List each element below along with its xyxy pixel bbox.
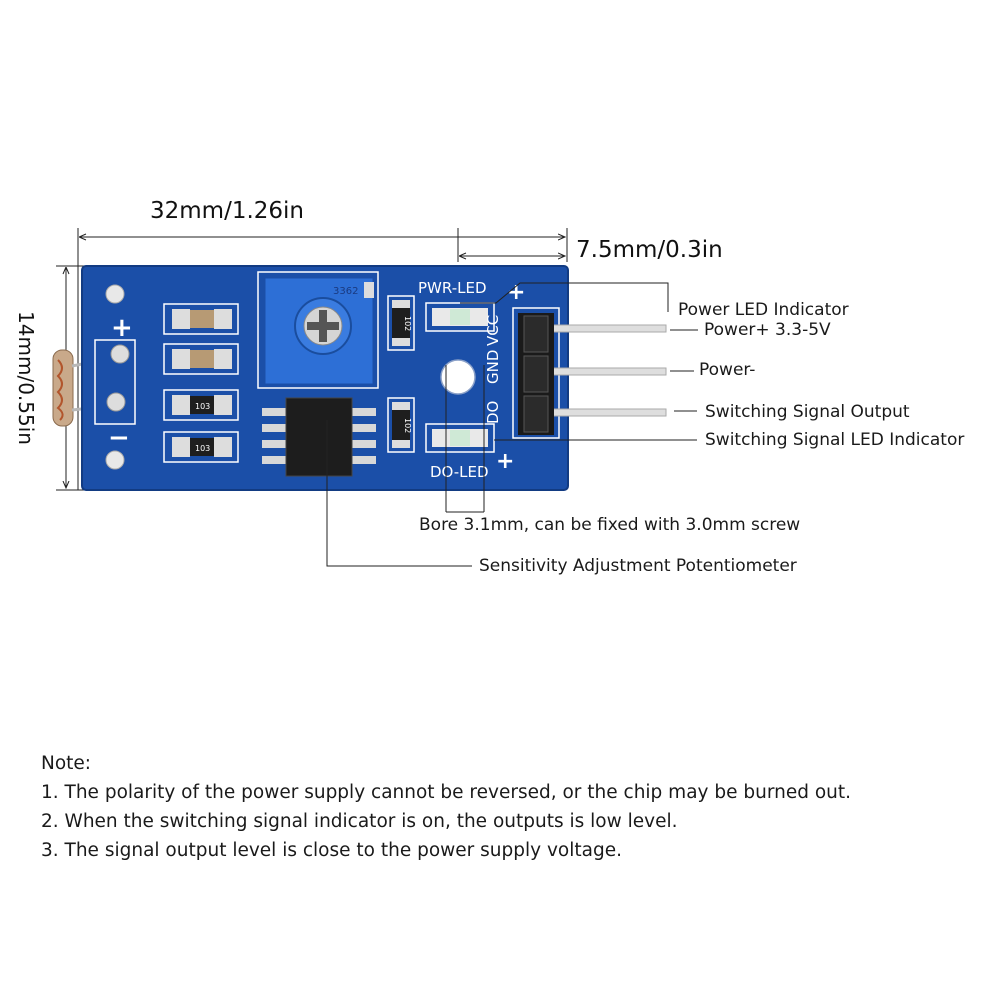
ldr-plus-label: + xyxy=(111,313,133,343)
callout-switch-output: Switching Signal Output xyxy=(705,402,910,422)
callout-lines xyxy=(326,282,698,567)
ldr-minus-label: − xyxy=(108,423,130,453)
led-resistor-1: 102 xyxy=(387,295,415,351)
callout-power-plus: Power+ 3.3-5V xyxy=(704,320,831,340)
led-resistor-1-code: 102 xyxy=(403,316,412,331)
note-item-2: 2. When the switching signal indicator i… xyxy=(41,811,678,832)
dimension-length: 32mm/1.26in xyxy=(150,198,305,224)
capacitor-1 xyxy=(163,303,239,335)
do-led-label: DO-LED xyxy=(430,463,489,481)
dimension-width: 14mm/0.55in xyxy=(14,311,38,445)
led-resistor-2: 102 xyxy=(387,397,415,453)
pot-code: 3362 xyxy=(333,286,358,297)
pin-label-do: DO xyxy=(484,401,502,424)
led-resistor-2-code: 102 xyxy=(403,418,412,433)
callout-power-minus: Power- xyxy=(699,360,756,380)
pin-label-vcc: VCC xyxy=(484,315,502,346)
bore-hole xyxy=(440,359,476,395)
dimension-lines xyxy=(56,228,568,491)
callout-bore: Bore 3.1mm, can be fixed with 3.0mm scre… xyxy=(419,515,801,535)
pwr-led xyxy=(425,302,495,332)
potentiometer: 3362 xyxy=(257,271,379,389)
note-item-3: 3. The signal output level is close to t… xyxy=(41,840,622,861)
pin-header xyxy=(518,313,667,435)
resistor-1: 103 xyxy=(163,389,239,421)
pwr-led-label: PWR-LED xyxy=(418,279,487,297)
pcb-board: + − 103 103 xyxy=(81,265,569,491)
dimension-hole-offset: 7.5mm/0.3in xyxy=(576,237,723,263)
resistor-2-code: 103 xyxy=(195,444,210,453)
notes-heading: Note: xyxy=(41,753,92,774)
do-plus-label: + xyxy=(496,449,514,474)
resistor-1-code: 103 xyxy=(195,402,210,411)
callout-sensitivity: Sensitivity Adjustment Potentiometer xyxy=(479,556,797,576)
note-item-1: 1. The polarity of the power supply cann… xyxy=(41,782,852,803)
callout-switch-led: Switching Signal LED Indicator xyxy=(705,430,965,450)
pwr-plus-label: + xyxy=(507,280,525,305)
capacitor-2 xyxy=(163,343,239,375)
pin-label-gnd: GND xyxy=(484,350,502,384)
callout-power-led: Power LED Indicator xyxy=(678,300,849,320)
comparator-chip xyxy=(262,397,376,477)
resistor-2: 103 xyxy=(163,431,239,463)
